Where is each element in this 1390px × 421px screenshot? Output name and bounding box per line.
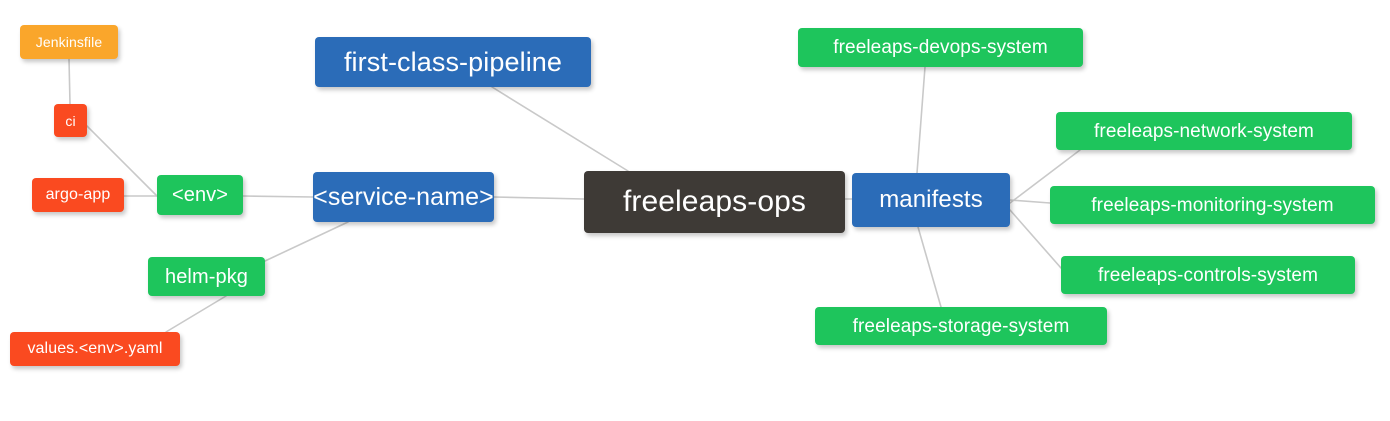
edge-freeleaps-storage-system-to-manifests (917, 226, 942, 308)
node-label-freeleaps-network-system: freeleaps-network-system (1094, 120, 1314, 142)
node-label-freeleaps-ops: freeleaps-ops (622, 185, 807, 218)
node-first-class-pipeline[interactable]: first-class-pipeline (315, 37, 591, 87)
node-label-env: <env> (171, 184, 229, 206)
node-ci[interactable]: ci (54, 104, 87, 137)
edge-values-yaml-to-helm-pkg (165, 295, 227, 333)
node-label-manifests: manifests (879, 186, 983, 213)
node-freeleaps-monitoring-system[interactable]: freeleaps-monitoring-system (1050, 186, 1375, 224)
node-argo-app[interactable]: argo-app (32, 178, 124, 212)
node-freeleaps-storage-system[interactable]: freeleaps-storage-system (815, 307, 1107, 345)
node-jenkinsfile[interactable]: Jenkinsfile (20, 25, 118, 59)
edge-env-to-service-name (242, 195, 314, 198)
node-helm-pkg[interactable]: helm-pkg (148, 257, 265, 296)
node-label-ci: ci (65, 112, 76, 129)
node-label-service-name: <service-name> (313, 182, 494, 211)
edge-first-class-pipeline-to-freeleaps-ops (491, 86, 629, 172)
edge-service-name-to-freeleaps-ops (493, 196, 585, 200)
node-freeleaps-devops-system[interactable]: freeleaps-devops-system (798, 28, 1083, 67)
node-label-freeleaps-controls-system: freeleaps-controls-system (1097, 264, 1319, 286)
node-manifests[interactable]: manifests (852, 173, 1010, 227)
node-freeleaps-ops[interactable]: freeleaps-ops (584, 171, 845, 233)
node-label-first-class-pipeline: first-class-pipeline (343, 46, 563, 77)
edge-helm-pkg-to-service-name (264, 221, 349, 262)
node-freeleaps-controls-system[interactable]: freeleaps-controls-system (1061, 256, 1355, 294)
node-label-helm-pkg: helm-pkg (164, 265, 249, 288)
node-label-freeleaps-devops-system: freeleaps-devops-system (833, 37, 1048, 58)
node-label-freeleaps-monitoring-system: freeleaps-monitoring-system (1091, 194, 1334, 216)
edge-freeleaps-monitoring-system-to-manifests (1009, 199, 1051, 204)
edge-jenkinsfile-to-ci (68, 58, 71, 105)
node-label-values-yaml: values.<env>.yaml (27, 340, 163, 357)
node-label-freeleaps-storage-system: freeleaps-storage-system (852, 315, 1070, 337)
edge-freeleaps-devops-system-to-manifests (916, 66, 926, 174)
node-freeleaps-network-system[interactable]: freeleaps-network-system (1056, 112, 1352, 150)
node-values-yaml[interactable]: values.<env>.yaml (10, 332, 180, 366)
node-label-argo-app: argo-app (45, 186, 111, 203)
node-service-name[interactable]: <service-name> (313, 172, 494, 222)
node-label-jenkinsfile: Jenkinsfile (35, 34, 103, 50)
node-env[interactable]: <env> (157, 175, 243, 215)
